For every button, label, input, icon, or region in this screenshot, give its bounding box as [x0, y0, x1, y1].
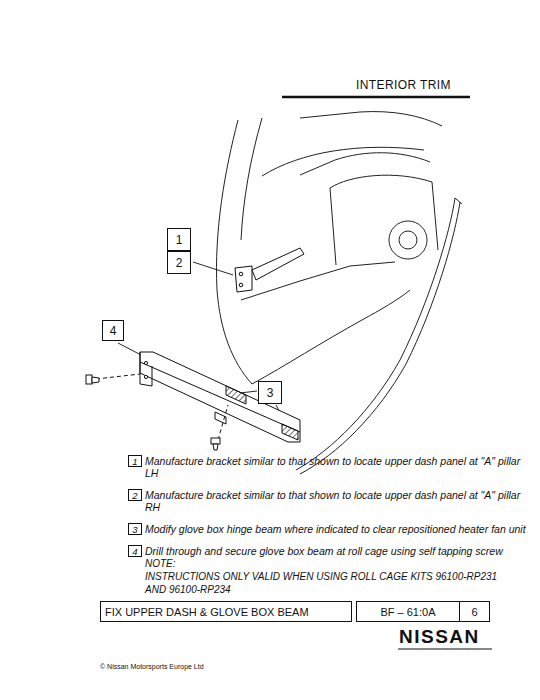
header-rule [282, 97, 470, 98]
step-number-box: 3 [128, 523, 142, 535]
instruction-list: 1Manufacture bracket similar to that sho… [128, 455, 528, 596]
callout-number: 4 [102, 320, 124, 341]
instruction-row: 2 Manufacture bracket similar to that sho… [128, 489, 528, 513]
note-text: INSTRUCTIONS ONLY VALID WHEN USING ROLL … [145, 570, 500, 596]
instruction-row: 3 Modify glove box hinge beam where indic… [128, 523, 528, 535]
glove-box-beam [140, 352, 300, 442]
title-cell: FIX UPPER DASH & GLOVE BOX BEAM [100, 601, 352, 622]
callout-number: 3 [258, 381, 282, 404]
instruction-text: Modify glove box hinge beam where indica… [145, 523, 526, 535]
box-text: FIX UPPER DASH & GLOVE BOX BEAM [105, 606, 309, 618]
screws [86, 374, 228, 450]
step-number: 4 [132, 546, 137, 557]
step-number-box: 1 [128, 455, 142, 467]
step-number: 1 [132, 456, 137, 467]
instruction-text: Manufacture bracket similar to that show… [145, 489, 528, 513]
step-number: 3 [132, 524, 137, 535]
instruction-text: Manufacture bracket similar to that show… [145, 455, 528, 479]
step-number: 2 [132, 490, 137, 501]
step-number-box: 2 [128, 489, 142, 501]
page-cell: 6 [459, 601, 490, 622]
copyright-text: © Nissan Motorsports Europe Ltd [100, 663, 204, 670]
box-text: 1 [176, 233, 183, 247]
callout-number: 1 [167, 228, 191, 251]
logo-swoosh [398, 649, 492, 650]
box-text: 3 [267, 386, 274, 400]
instruction-row: 4 Drill through and secure glove box beam… [128, 545, 528, 557]
code-cell: BF – 61:0A [356, 601, 460, 622]
step-number-box: 4 [128, 545, 142, 557]
instruction-text: Drill through and secure glove box beam … [145, 545, 503, 557]
box-text: 6 [471, 606, 477, 618]
box-text: 4 [110, 324, 117, 338]
callout-number: 2 [167, 251, 191, 274]
brand-logo: NISSAN [399, 626, 480, 648]
instruction-row: 1 Manufacture bracket similar to that sho… [128, 455, 528, 479]
leader-lines [118, 262, 288, 428]
note-heading: NOTE: [145, 557, 500, 570]
a-pillar-bracket [235, 248, 304, 292]
box-text: 2 [176, 256, 183, 270]
box-text: BF – 61:0A [380, 606, 435, 618]
section-title: INTERIOR TRIM [356, 78, 451, 92]
